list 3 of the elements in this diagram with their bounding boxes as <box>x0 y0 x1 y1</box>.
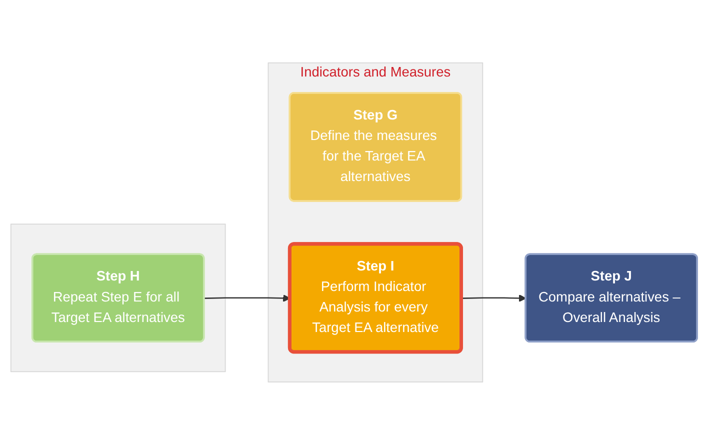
cluster <box>10 223 226 372</box>
arrow <box>204 294 290 302</box>
arrow <box>462 294 526 302</box>
